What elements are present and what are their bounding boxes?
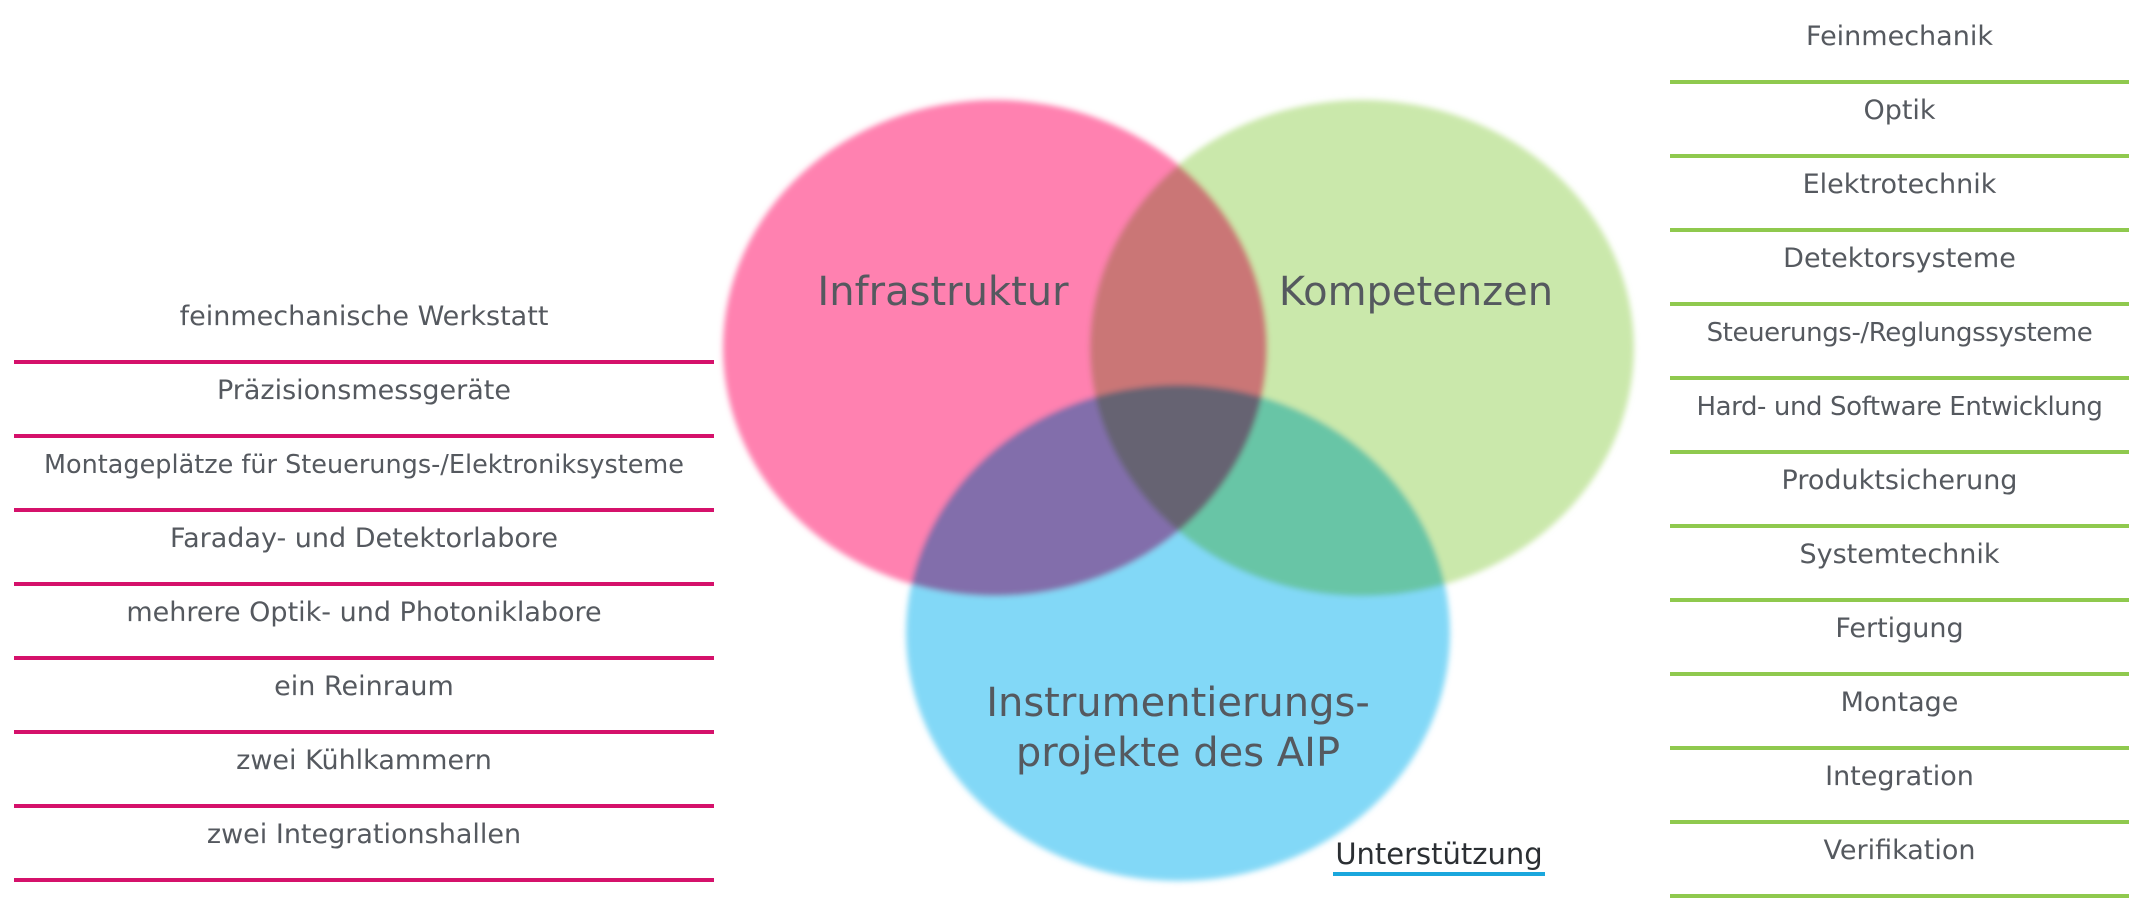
competence-item: Hard- und Software Entwicklung xyxy=(1670,380,2129,454)
infrastructure-item: Faraday- und Detektorlabore xyxy=(14,512,714,586)
competence-item: Systemtechnik xyxy=(1670,528,2129,602)
competences-label: Kompetenzen xyxy=(1279,269,1553,315)
infrastructure-item: Präzisionsmessgeräte xyxy=(14,364,714,438)
projects-label-line2: projekte des AIP xyxy=(1016,730,1340,776)
competence-item: Steuerungs-/Reglungssysteme xyxy=(1670,306,2129,380)
competence-item: Elektrotechnik xyxy=(1670,158,2129,232)
competence-list: Feinmechanik Optik Elektrotechnik Detekt… xyxy=(1670,10,2129,898)
competence-item: Integration xyxy=(1670,750,2129,824)
infrastructure-item: feinmechanische Werkstatt xyxy=(14,290,714,364)
infrastructure-label: Infrastruktur xyxy=(817,269,1069,315)
competence-item: Produktsicherung xyxy=(1670,454,2129,528)
infrastructure-list: feinmechanische Werkstatt Präzisionsmess… xyxy=(14,290,714,882)
competence-item: Fertigung xyxy=(1670,602,2129,676)
infrastructure-item: zwei Integrationshallen xyxy=(14,808,714,882)
competence-item: Montage xyxy=(1670,676,2129,750)
infrastructure-item: Montageplätze für Steuerungs-/Elektronik… xyxy=(14,438,714,512)
projects-circle xyxy=(906,385,1450,881)
support-label: Unterstützung xyxy=(1333,836,1545,876)
infrastructure-item: zwei Kühlkammern xyxy=(14,734,714,808)
projects-label-line1: Instrumentierungs- xyxy=(986,680,1370,726)
competence-item: Detektorsysteme xyxy=(1670,232,2129,306)
infrastructure-item: ein Reinraum xyxy=(14,660,714,734)
competence-item: Feinmechanik xyxy=(1670,10,2129,84)
competence-item: Verifikation xyxy=(1670,824,2129,898)
venn-diagram: Infrastruktur Kompetenzen Instrumentieru… xyxy=(723,100,1634,881)
competence-item: Optik xyxy=(1670,84,2129,158)
infrastructure-item: mehrere Optik- und Photoniklabore xyxy=(14,586,714,660)
